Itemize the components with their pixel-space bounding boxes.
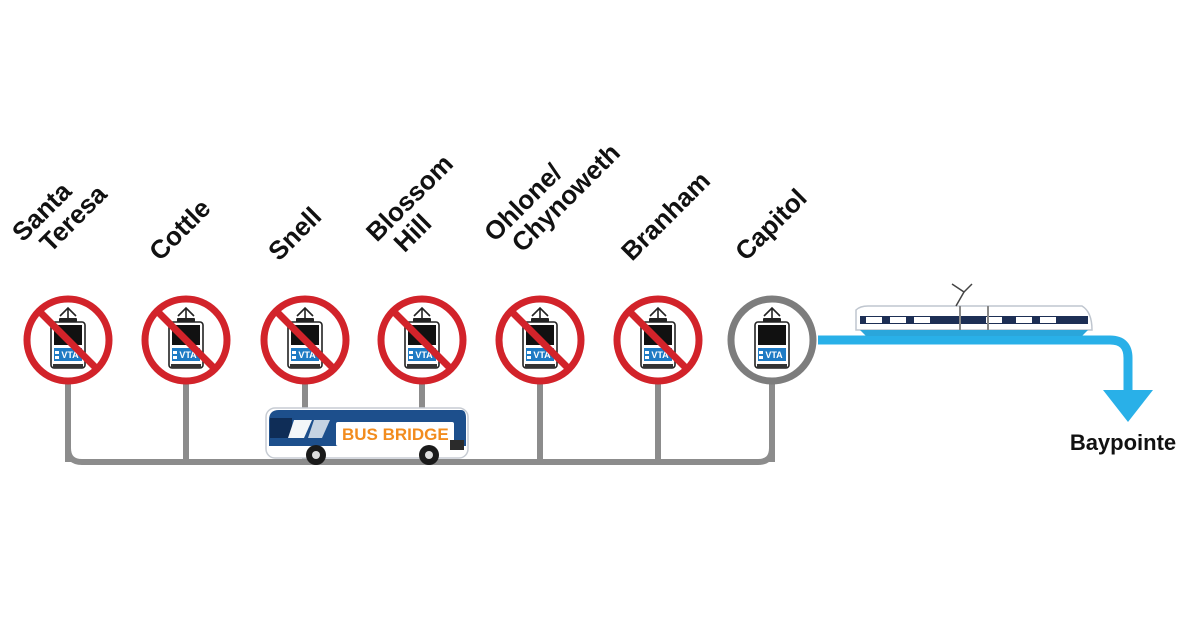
prohibited-slash [154, 308, 218, 372]
station-marker: VTA [23, 295, 113, 385]
bus-icon: BUS BRIDGE [265, 407, 469, 465]
light-rail-line [818, 335, 1133, 392]
station-label: Snell [262, 201, 327, 266]
vta-logo: VTA [651, 350, 669, 360]
down-arrow-icon [1103, 390, 1153, 422]
prohibited-slash [626, 308, 690, 372]
station-marker: VTA [141, 295, 231, 385]
station-marker: VTA [260, 295, 350, 385]
station-label-line: Capitol [729, 183, 813, 267]
bus-bridge-label: BUS BRIDGE [342, 425, 449, 444]
vta-logo: VTA [415, 350, 433, 360]
light-rail-train-icon [855, 283, 1093, 336]
vta-logo: VTA [179, 350, 197, 360]
station-marker: VTA [727, 295, 817, 385]
vta-logo: VTA [61, 350, 79, 360]
vta-logo: VTA [298, 350, 316, 360]
station-marker: VTA [613, 295, 703, 385]
station-label-line: Cottle [143, 193, 216, 266]
vta-logo: VTA [765, 350, 783, 360]
prohibited-slash [508, 308, 572, 372]
destination-label: Baypointe [1070, 430, 1176, 455]
station-label: Capitol [729, 183, 813, 267]
station-marker: VTA [495, 295, 585, 385]
prohibited-slash [273, 308, 337, 372]
station-label-line: Snell [262, 201, 327, 266]
station-label-line: Branham [615, 165, 716, 266]
station-marker: VTA [377, 295, 467, 385]
station-label: Cottle [143, 193, 216, 266]
prohibited-slash [36, 308, 100, 372]
station-label: Branham [615, 165, 716, 266]
vta-logo: VTA [533, 350, 551, 360]
light-rail-icon: VTA [754, 306, 790, 369]
station-label: Ohlone/Chynoweth [478, 137, 626, 257]
prohibited-slash [390, 308, 454, 372]
